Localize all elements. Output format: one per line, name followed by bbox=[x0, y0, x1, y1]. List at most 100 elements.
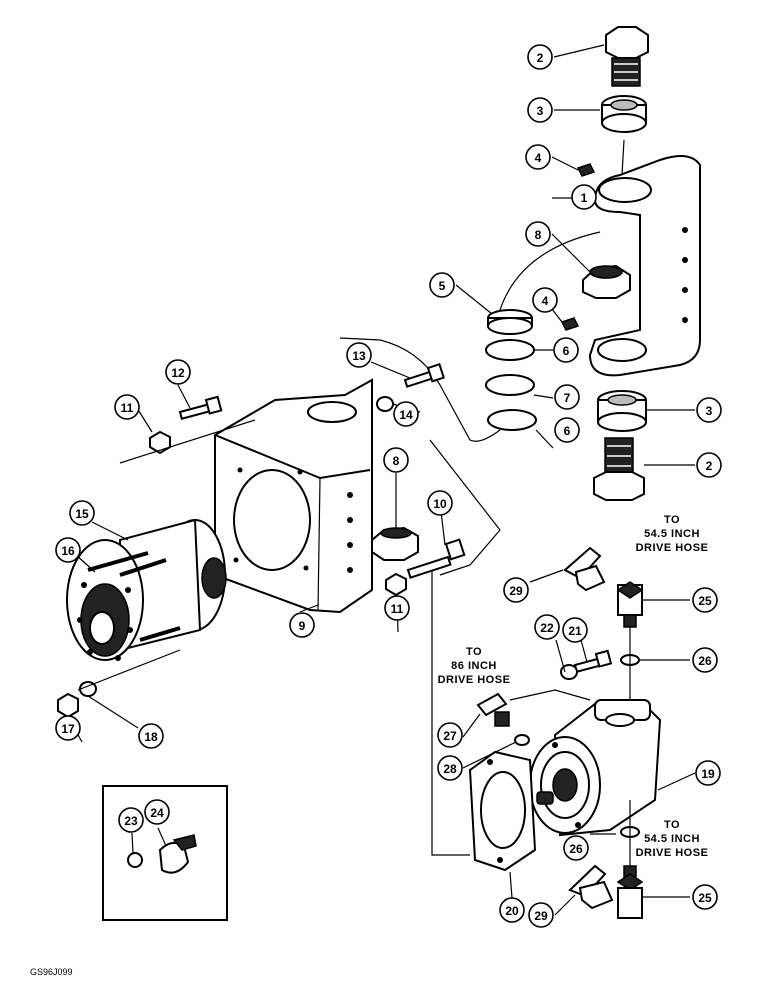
hose-note-line: 54.5 INCH bbox=[644, 528, 700, 540]
callout-25: 25 bbox=[692, 884, 718, 910]
hose-note-line: DRIVE HOSE bbox=[636, 542, 709, 554]
hose-note-line: DRIVE HOSE bbox=[438, 674, 511, 686]
callout-label: 13 bbox=[352, 349, 366, 363]
callout-label: 16 bbox=[61, 544, 75, 558]
callout-circle bbox=[429, 272, 455, 298]
callout-circle bbox=[384, 595, 410, 621]
callout-17: 17 bbox=[55, 715, 81, 741]
bearing-top bbox=[601, 95, 647, 133]
callout-label: 23 bbox=[124, 814, 138, 828]
callout-15: 15 bbox=[69, 500, 95, 526]
washer-14 bbox=[376, 396, 394, 412]
callout-label: 4 bbox=[542, 294, 549, 308]
callout-circle bbox=[525, 221, 551, 247]
callout-label: 29 bbox=[534, 909, 548, 923]
callout-circle bbox=[118, 807, 144, 833]
callout-11: 11 bbox=[384, 595, 410, 621]
callout-label: 8 bbox=[535, 228, 542, 242]
callout-circle bbox=[55, 715, 81, 741]
callout-circle bbox=[571, 184, 597, 210]
callout-circle bbox=[289, 612, 315, 638]
callout-label: 2 bbox=[537, 51, 544, 65]
callout-circle bbox=[554, 384, 580, 410]
callout-circle bbox=[346, 342, 372, 368]
callout-label: 29 bbox=[509, 584, 523, 598]
callout-label: 26 bbox=[569, 842, 583, 856]
callout-16: 16 bbox=[55, 537, 81, 563]
cap-screw-top bbox=[605, 26, 649, 87]
callout-label: 10 bbox=[433, 497, 447, 511]
callout-circle bbox=[114, 394, 140, 420]
callout-circle bbox=[696, 452, 722, 478]
callout-label: 21 bbox=[568, 624, 582, 638]
shim-lower bbox=[487, 409, 537, 431]
callout-circle bbox=[563, 835, 589, 861]
bolt-21 bbox=[573, 649, 613, 673]
figure-code: GS96J099 bbox=[30, 967, 73, 977]
jam-nut-upper bbox=[582, 264, 631, 299]
callout-circle bbox=[525, 144, 551, 170]
callout-circle bbox=[138, 723, 164, 749]
hydraulic-motor bbox=[529, 699, 662, 837]
inset-nut-23 bbox=[127, 852, 143, 868]
callout-1: 1 bbox=[571, 184, 597, 210]
callout-29: 29 bbox=[503, 577, 529, 603]
callout-label: 6 bbox=[563, 344, 570, 358]
nut-11-right bbox=[385, 572, 407, 597]
callout-label: 14 bbox=[399, 408, 413, 422]
motor-mount-bracket bbox=[214, 378, 373, 614]
cap-screw-lower bbox=[593, 437, 645, 501]
callout-21: 21 bbox=[562, 617, 588, 643]
callout-circle bbox=[692, 587, 718, 613]
callout-label: 20 bbox=[505, 904, 519, 918]
callout-14: 14 bbox=[393, 401, 419, 427]
bearing-lower bbox=[597, 390, 647, 432]
callout-label: 11 bbox=[391, 602, 404, 616]
callout-circle bbox=[553, 337, 579, 363]
callout-7: 7 bbox=[554, 384, 580, 410]
callout-26: 26 bbox=[563, 835, 589, 861]
callout-20: 20 bbox=[499, 897, 525, 923]
lug-nut bbox=[57, 692, 79, 719]
callout-13: 13 bbox=[346, 342, 372, 368]
jam-nut-lower bbox=[371, 526, 419, 561]
callout-25: 25 bbox=[692, 587, 718, 613]
hose-note-line: TO bbox=[664, 514, 680, 526]
callout-label: 22 bbox=[540, 621, 554, 635]
callouts: 1223344566788910111112131415161718192021… bbox=[55, 44, 722, 928]
elbow-fitting-29-upper bbox=[563, 546, 606, 592]
callout-circle bbox=[393, 401, 419, 427]
bolt-12 bbox=[178, 395, 223, 420]
motor-gasket bbox=[468, 750, 537, 872]
connector-25-lower bbox=[616, 865, 644, 919]
callout-label: 25 bbox=[698, 891, 712, 905]
callout-circle bbox=[503, 577, 529, 603]
callout-2: 2 bbox=[527, 44, 553, 70]
callout-circle bbox=[692, 647, 718, 673]
wheel-hub bbox=[66, 518, 227, 661]
hose-note-line: 86 INCH bbox=[451, 660, 497, 672]
o-ring-28 bbox=[514, 734, 530, 746]
callout-circle bbox=[144, 799, 170, 825]
callout-circle bbox=[532, 287, 558, 313]
hose-note: TO 54.5 INCH DRIVE HOSE bbox=[636, 514, 709, 554]
bolt-10 bbox=[406, 538, 466, 579]
callout-label: 3 bbox=[537, 104, 544, 118]
callout-circle bbox=[527, 44, 553, 70]
callout-circle bbox=[696, 397, 722, 423]
callout-circle bbox=[527, 97, 553, 123]
hose-note-line: TO bbox=[664, 819, 680, 831]
elbow-fitting-29-lower bbox=[568, 864, 614, 910]
shim-middle bbox=[485, 374, 535, 396]
callout-circle bbox=[55, 537, 81, 563]
callout-label: 7 bbox=[564, 391, 571, 405]
callout-circle bbox=[692, 884, 718, 910]
callout-8: 8 bbox=[383, 447, 409, 473]
elbow-fitting-27 bbox=[476, 692, 510, 727]
callout-circle bbox=[499, 897, 525, 923]
wheel-studs bbox=[87, 551, 181, 642]
callout-label: 8 bbox=[393, 454, 400, 468]
callout-circle bbox=[437, 722, 463, 748]
